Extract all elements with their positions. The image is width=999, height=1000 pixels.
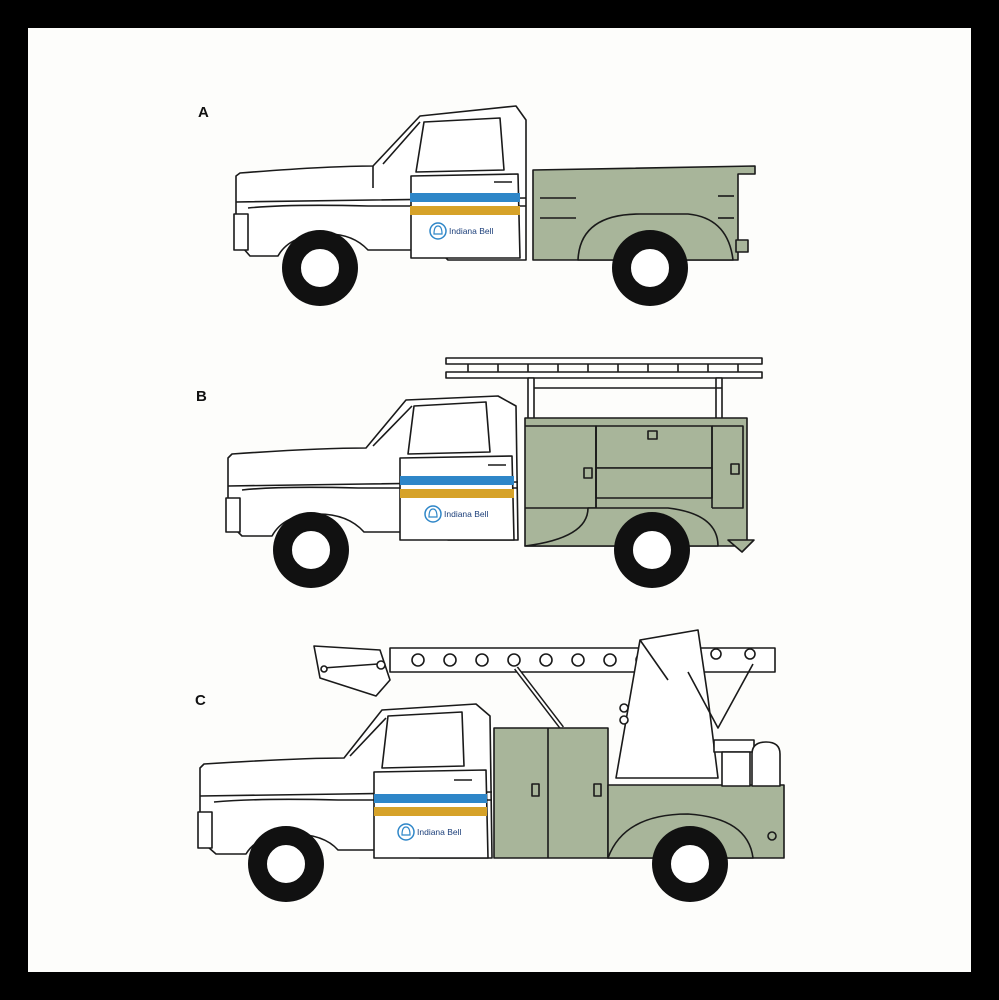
bell-icon bbox=[397, 823, 415, 841]
truck-b: Indiana Bell bbox=[225, 357, 763, 588]
indiana-bell-logo: Indiana Bell bbox=[424, 505, 489, 523]
truck-c-label: C bbox=[195, 692, 206, 709]
service-body bbox=[493, 727, 785, 859]
bell-icon bbox=[429, 222, 447, 240]
logo-text: Indiana Bell bbox=[449, 226, 494, 236]
illustration-frame: A bbox=[28, 28, 971, 972]
truck-a-label: A bbox=[198, 104, 209, 121]
blue-stripe bbox=[374, 794, 487, 803]
gold-stripe bbox=[374, 807, 487, 816]
blue-stripe bbox=[410, 193, 520, 202]
logo-text: Indiana Bell bbox=[444, 509, 489, 519]
truck-a: Indiana Bell bbox=[233, 105, 756, 306]
blue-stripe bbox=[400, 476, 514, 485]
cab bbox=[199, 703, 493, 859]
indiana-bell-logo: Indiana Bell bbox=[397, 823, 462, 841]
bell-icon bbox=[424, 505, 442, 523]
logo-text: Indiana Bell bbox=[417, 827, 462, 837]
wheels bbox=[273, 512, 690, 588]
truck-c: Indiana Bell bbox=[197, 629, 785, 902]
gold-stripe bbox=[400, 489, 514, 498]
wheels bbox=[282, 230, 688, 306]
ladder-rack bbox=[445, 357, 763, 421]
wheels bbox=[248, 826, 728, 902]
gold-stripe bbox=[410, 206, 520, 215]
derrick-boom bbox=[313, 629, 776, 779]
indiana-bell-logo: Indiana Bell bbox=[429, 222, 494, 240]
truck-b-label: B bbox=[196, 388, 207, 405]
